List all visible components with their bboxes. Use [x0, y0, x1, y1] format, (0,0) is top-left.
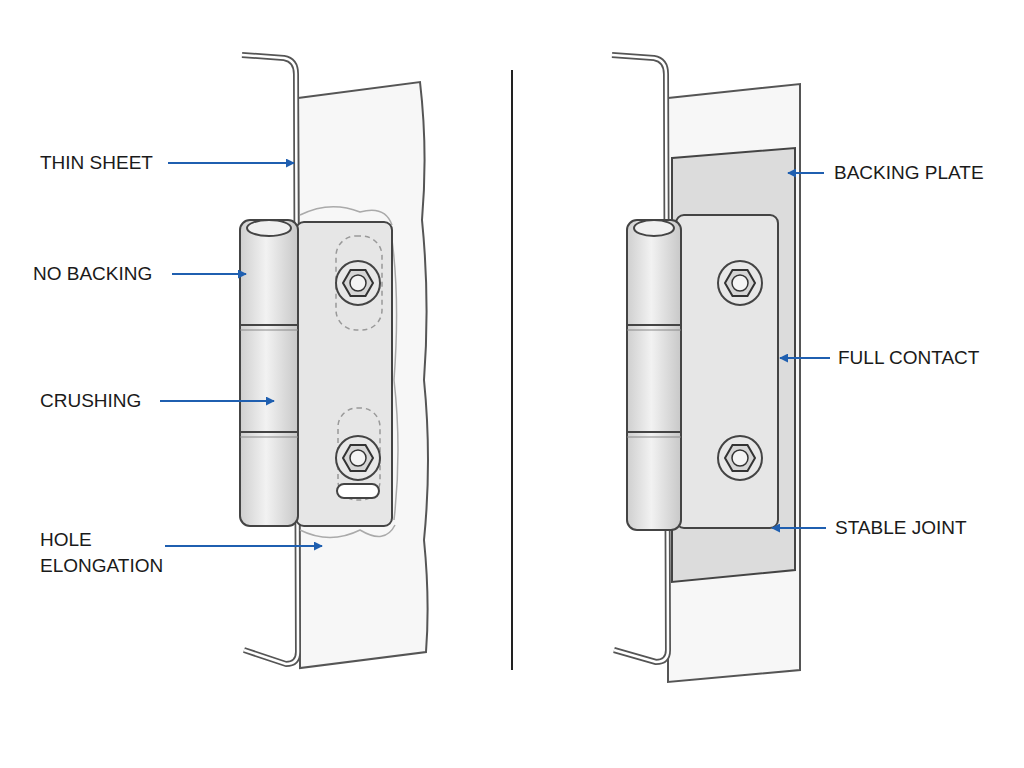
hinge-knuckle	[240, 220, 298, 526]
dashed-slot	[336, 236, 382, 330]
right-assembly	[612, 55, 800, 682]
leader-arrow	[172, 273, 246, 275]
knuckle-joint	[240, 324, 298, 326]
hinge-leaf	[676, 215, 778, 528]
elongated-hole	[337, 484, 379, 498]
knuckle-joint	[627, 437, 681, 438]
callout-label: NO BACKING	[33, 261, 152, 287]
callout-label: CRUSHING	[40, 388, 141, 414]
callout-label: THIN SHEET	[40, 150, 153, 176]
hinge-knuckle	[627, 220, 681, 530]
knuckle-top	[634, 220, 674, 236]
sheet-face	[668, 84, 800, 682]
knuckle-joint	[240, 431, 298, 433]
knuckle-joint	[627, 330, 681, 331]
bolt	[718, 436, 762, 480]
backing-plate	[672, 148, 795, 582]
knuckle-joint	[240, 330, 298, 331]
knuckle-joint	[240, 437, 298, 438]
leader-arrow	[788, 172, 824, 174]
leader-arrow	[160, 400, 274, 402]
panel-divider	[511, 70, 513, 670]
callout-label: FULL CONTACT	[838, 345, 979, 371]
left-assembly	[240, 55, 428, 668]
hinge-leaf	[296, 222, 392, 526]
bolt	[336, 436, 380, 480]
leader-arrow	[772, 527, 826, 529]
leader-arrow	[168, 162, 294, 164]
knuckle-joint	[627, 324, 681, 326]
leader-arrow	[165, 545, 322, 547]
bolt	[336, 261, 380, 305]
knuckle-top	[247, 220, 291, 236]
callout-label: HOLE ELONGATION	[40, 527, 168, 579]
leader-arrow	[780, 357, 830, 359]
callout-label: STABLE JOINT	[835, 515, 967, 541]
knuckle-joint	[627, 431, 681, 433]
bolt	[718, 261, 762, 305]
callout-label: BACKING PLATE	[834, 160, 984, 186]
leader-arrows	[160, 163, 830, 546]
